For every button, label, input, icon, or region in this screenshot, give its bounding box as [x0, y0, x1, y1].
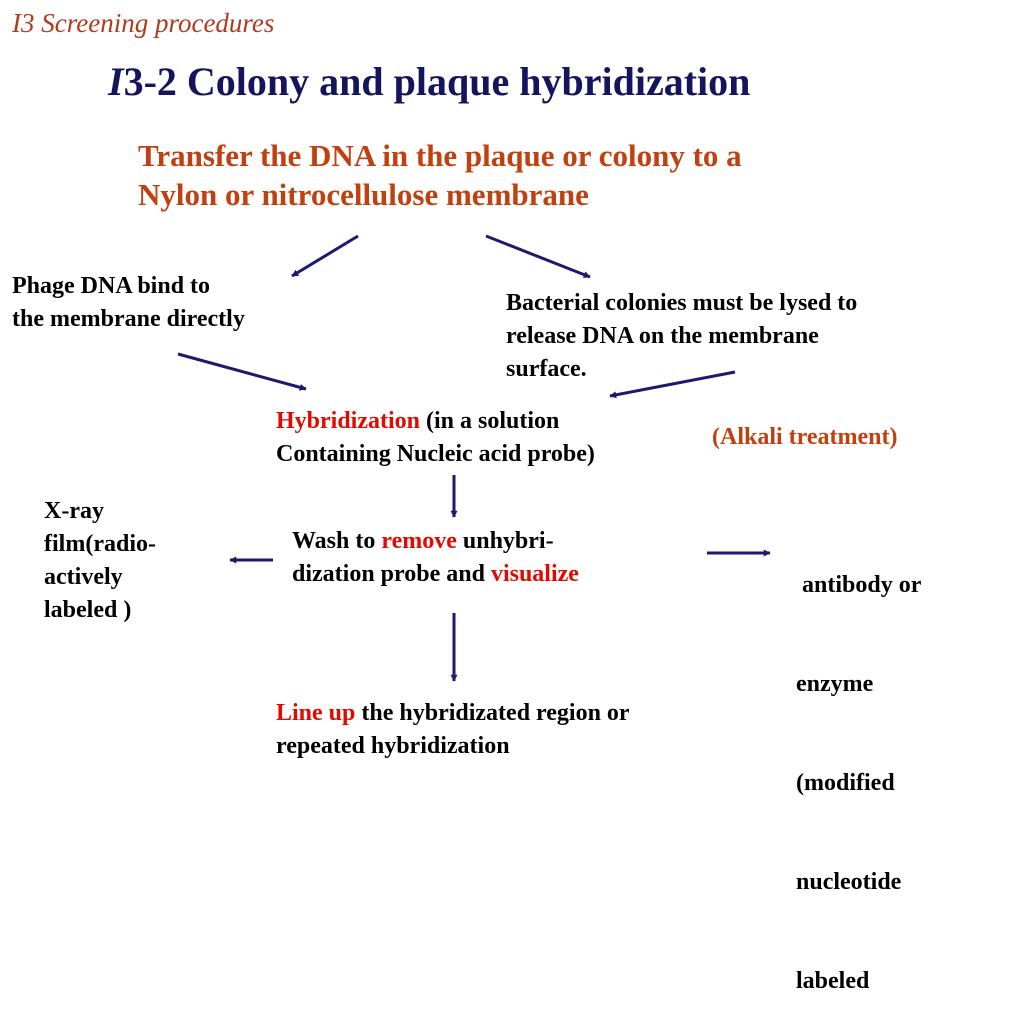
title-text: 3-2 Colony and plaque hybridization [123, 59, 751, 104]
lineup-text: the hybridizated region or [355, 700, 630, 726]
phage-line: Phage DNA bind to [12, 273, 211, 299]
hybridization-text: (in a solution [420, 408, 560, 434]
wash-text: dization probe and [292, 561, 491, 587]
phage-node: Phage DNA bind to the membrane directly [12, 270, 245, 336]
antibody-line: antibody or [796, 572, 922, 598]
antibody-line: nucleotide [796, 869, 902, 895]
arrow-phage-to-hybridization [177, 352, 307, 391]
wash-text: unhybri- [456, 528, 554, 554]
section-tag: I3 Screening procedures [12, 8, 275, 38]
subtitle: Transfer the DNA in the plaque or colony… [138, 136, 742, 214]
wash-line: Wash to remove unhybri- [292, 525, 579, 558]
wash-text: Wash to [292, 528, 382, 554]
lineup-line: Line up the hybridizated region or [276, 697, 630, 730]
xray-node: X-ray film(radio- actively labeled ) [44, 495, 156, 627]
slide-title: I3-2 Colony and plaque hybridization [108, 58, 750, 105]
phage-line: the membrane directly [12, 306, 245, 332]
wash-line: dization probe and visualize [292, 558, 579, 591]
arrow-to-phage [291, 234, 359, 278]
visualize-keyword: visualize [490, 561, 579, 587]
subtitle-line: Nylon or nitrocellulose membrane [138, 177, 589, 212]
wash-node: Wash to remove unhybri- dization probe a… [292, 525, 579, 591]
xray-line: X-ray [44, 498, 104, 524]
lineup-keyword: Line up [276, 700, 356, 726]
hybridization-keyword: Hybridization [276, 408, 421, 434]
hybridization-line: Hybridization (in a solution [276, 405, 595, 438]
title-prefix: I [108, 59, 124, 104]
hybridization-node: Hybridization (in a solution Containing … [276, 405, 595, 471]
subtitle-line: Transfer the DNA in the plaque or colony… [138, 138, 742, 173]
arrow-bacterial-to-hybridization [609, 370, 736, 399]
xray-line: film(radio- [44, 531, 156, 557]
alkali-label: (Alkali treatment) [712, 424, 898, 450]
bacterial-node: Bacterial colonies must be lysed to rele… [506, 287, 857, 386]
antibody-line: (modified [796, 770, 895, 796]
bacterial-line: Bacterial colonies must be lysed to [506, 290, 858, 316]
antibody-line: enzyme [796, 671, 874, 697]
xray-line: actively [44, 564, 123, 590]
bacterial-line: release DNA on the membrane [506, 323, 819, 349]
bacterial-line: surface. [506, 356, 587, 382]
lineup-line: repeated hybridization [276, 733, 510, 759]
flow-arrows [177, 234, 771, 682]
hybridization-line: Containing Nucleic acid probe) [276, 441, 595, 467]
remove-keyword: remove [381, 528, 457, 554]
lineup-node: Line up the hybridizated region or repea… [276, 697, 630, 763]
arrow-to-bacterial [485, 234, 591, 279]
antibody-line: labeled [796, 968, 870, 994]
xray-line: labeled ) [44, 597, 132, 623]
